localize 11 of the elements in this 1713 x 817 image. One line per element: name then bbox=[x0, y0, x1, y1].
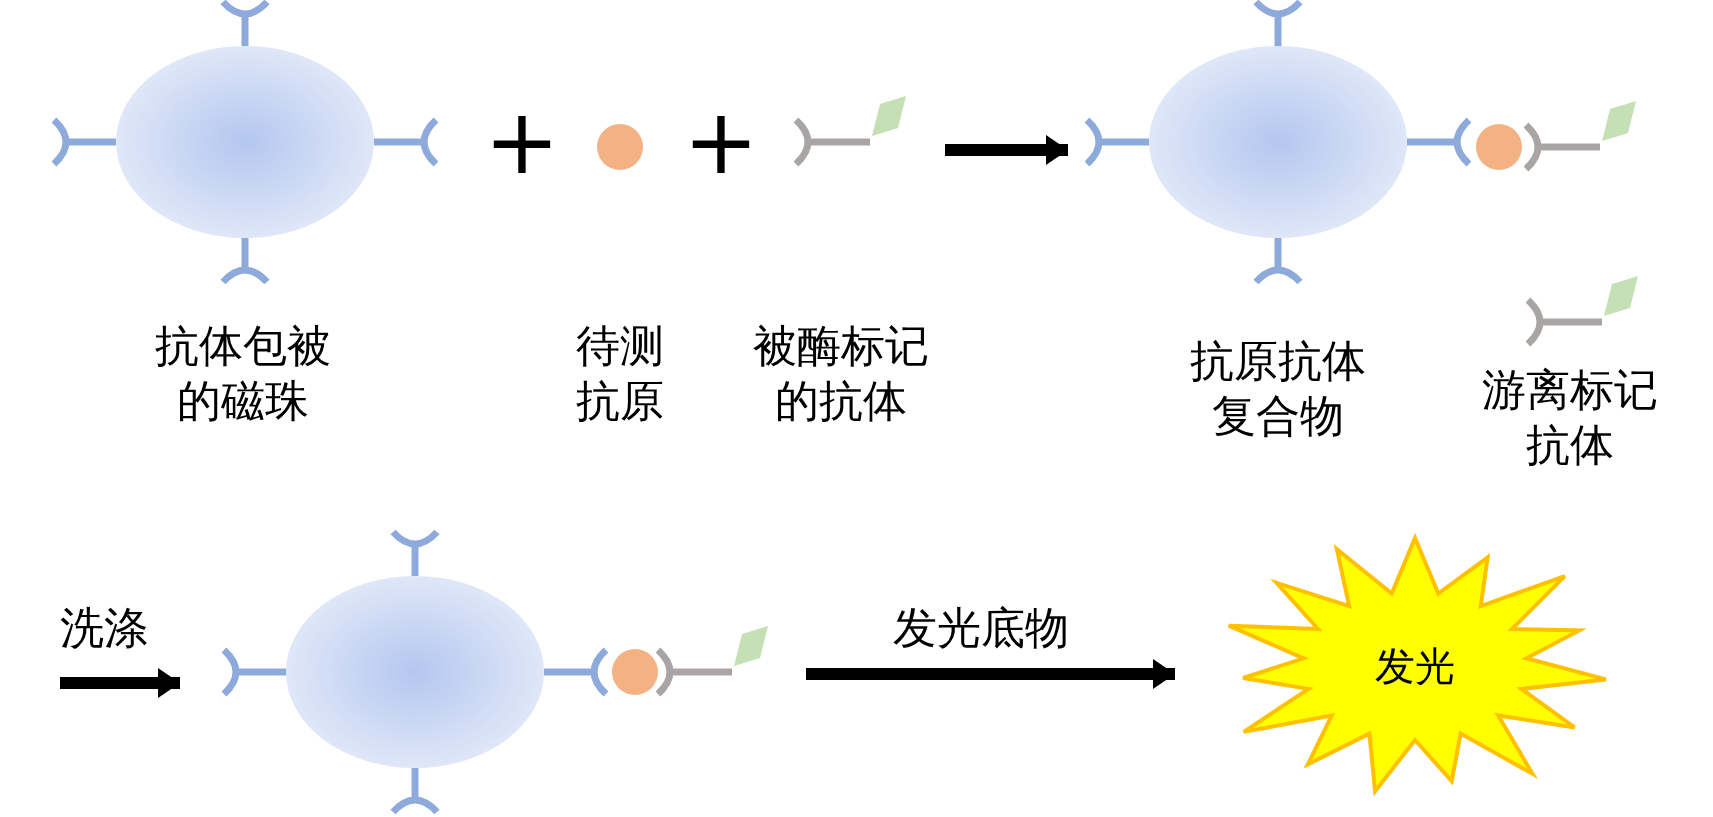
plus-sign: + bbox=[484, 97, 560, 187]
arrow bbox=[806, 659, 1175, 689]
node-label: 待测抗原 bbox=[575, 319, 665, 428]
node-label: 抗原抗体复合物 bbox=[1189, 334, 1367, 443]
node-label: 游离标记抗体 bbox=[1481, 363, 1659, 472]
node-label: 抗体包被的磁珠 bbox=[154, 319, 332, 428]
node-label: 发光 bbox=[1375, 642, 1455, 690]
node-label: 被酶标记的抗体 bbox=[752, 319, 930, 428]
arrow bbox=[60, 668, 180, 698]
plus-sign: + bbox=[683, 97, 759, 187]
arrow bbox=[945, 135, 1068, 165]
